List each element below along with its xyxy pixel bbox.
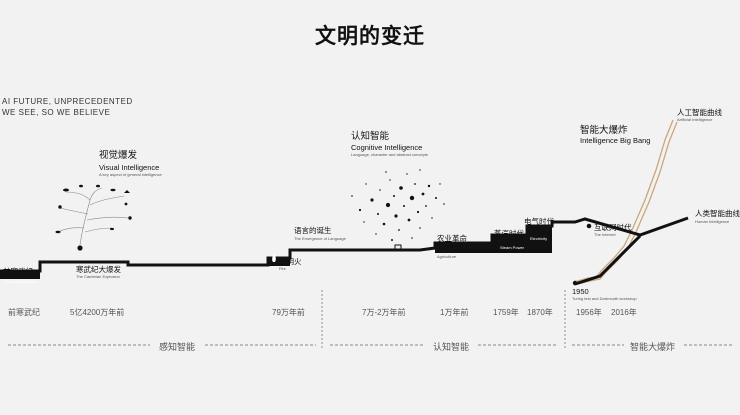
date-label: 79万年前 (272, 308, 305, 317)
electric-tag: Electricity (530, 236, 548, 241)
ai-curve-en: Artificial Intelligence (677, 117, 713, 122)
fire-en: Fire (279, 266, 286, 271)
ai-note-line-2: WE SEE, SO WE BELIEVE (2, 108, 111, 117)
cognitive-en-label: Cognitive Intelligence (351, 143, 423, 152)
date-label: 1万年前 (440, 308, 469, 317)
ai-future-note: AI FUTURE, UNPRECEDENTED WE SEE, SO WE B… (2, 96, 133, 118)
agriculture-label: 农业革命 (437, 234, 467, 243)
ai-note-line-1: AI FUTURE, UNPRECEDENTED (2, 97, 133, 106)
slide-title: 文明的变迁 (315, 24, 425, 48)
visual-cn-label: 视觉爆发 (99, 150, 138, 161)
date-label: 1956年 (576, 308, 602, 317)
date-label: 7万-2万年前 (362, 308, 406, 317)
vision-tree-icon (57, 187, 129, 246)
ai-curve-label: 人工智能曲线 (677, 108, 722, 117)
visual-en-label: Visual Intelligence (99, 163, 160, 172)
phase-cognition: 认知智能 (433, 342, 470, 352)
human-curve-tail (574, 234, 642, 286)
cognitive-sub: Language, character and abstract concept… (351, 152, 428, 157)
bigbang-cn-label: 智能大爆炸 (580, 125, 628, 136)
electricity-block (527, 226, 552, 253)
date-label: 前寒武纪 (8, 308, 40, 317)
date-label: 1870年 (527, 308, 553, 317)
intelligence-timeline-line (0, 216, 689, 273)
precambrian-label: 前寒武纪 (3, 267, 33, 276)
fire-label: 发明火 (279, 257, 302, 266)
internet-label: 互联网时代 (594, 223, 632, 232)
fire-block (268, 258, 290, 266)
phase-bigbang: 智能大爆炸 (630, 342, 676, 352)
language-label: 语言的诞生 (294, 226, 332, 235)
cambrian-en: The Cambrian Explosion (76, 274, 120, 279)
cognition-marker (394, 244, 402, 252)
agriculture-block (435, 243, 492, 253)
vision-creatures (55, 184, 132, 251)
year-1950-label: 1950 (572, 287, 589, 296)
language-en: The Emergence of Language (294, 236, 346, 241)
visual-sub: A key aspect of general intelligence (99, 172, 162, 177)
cognitive-cn-label: 认知智能 (351, 131, 390, 142)
precambrian-tag: Early Precambrian (3, 279, 36, 284)
agriculture-en: Agriculture (437, 254, 457, 259)
human-curve-label: 人类智能曲线 (695, 209, 740, 218)
fire-icon (272, 253, 276, 262)
internet-en: The Internet (594, 232, 616, 237)
steam-tag: Steam Power (500, 245, 525, 250)
steam-label: 蒸汽时代 (494, 229, 524, 238)
date-label: 2016年 (611, 308, 637, 317)
cambrian-label: 寒武纪大爆发 (76, 265, 121, 274)
bigbang-en-label: Intelligence Big Bang (580, 136, 651, 145)
precambrian-block (0, 271, 40, 279)
cognition-particles (351, 169, 445, 241)
electric-label: 电气时代 (524, 217, 554, 226)
phase-perception: 感知智能 (159, 342, 196, 352)
steam-block (492, 235, 527, 253)
year-1950-sub: Turing test and Dartmouth workshop (572, 296, 637, 301)
internet-dot (586, 223, 592, 229)
date-label: 1759年 (493, 308, 519, 317)
human-curve-en: Human Intelligence (695, 219, 730, 224)
date-label: 5亿4200万年前 (70, 308, 125, 317)
phase-dividers (321, 290, 566, 350)
